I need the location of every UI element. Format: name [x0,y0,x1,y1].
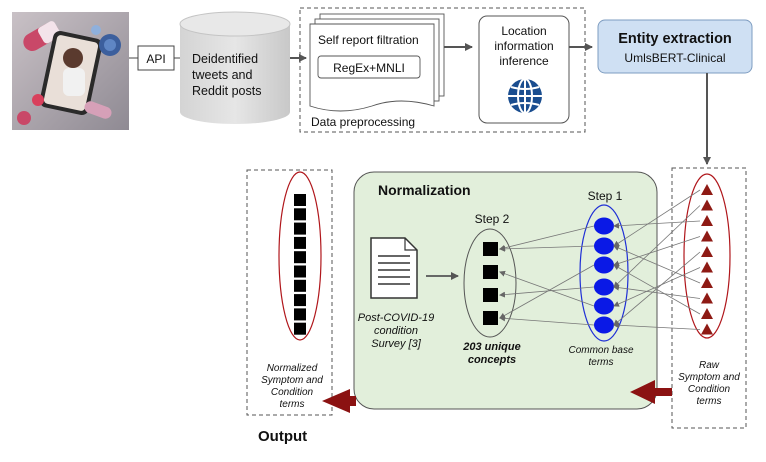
base-term-dots [594,217,614,334]
raw-term-triangle [701,292,713,304]
mapping-line [613,264,701,315]
survey-document-icon [370,237,418,299]
normalization-title: Normalization [378,182,471,198]
mapping-line [613,267,701,307]
normalized-term-squares [294,194,306,335]
normalized-term-square [294,294,306,307]
mapping-line [613,284,701,299]
normalized-term-square [294,308,306,321]
base-term-dot [594,237,614,255]
self-report-filtration-stack: Self report filtration RegEx+MNLI [309,13,445,112]
mapping-line [613,220,701,229]
step2-label: Step 2 [475,212,510,226]
data-preprocessing-region: Data preprocessing [299,7,586,133]
base-term-dot [594,316,614,334]
red-arrow-to-output [322,389,356,413]
survey-line-2: condition [374,325,418,337]
filter-title: Self report filtration [318,33,419,47]
base-terms-line-1: Common base [568,345,633,356]
raw-terms-line-1: Raw [699,360,720,371]
normalized-term-square [294,322,306,335]
raw-term-triangle [701,277,713,288]
raw-terms-line-3: Condition [688,384,731,395]
concepts-line-1: 203 unique [462,341,520,353]
concept-squares [483,242,498,325]
raw-terms-line-4: terms [697,396,722,407]
raw-term-triangle [701,199,713,211]
normalized-term-square [294,194,306,206]
mapping-line [613,322,701,330]
normalization-region: Normalization Post-COVID-19 condition Su… [353,171,701,410]
filter-method: RegEx+MNLI [333,61,405,75]
concept-square [483,311,498,325]
mapping-lines [499,189,701,330]
location-line-3: inference [499,54,549,68]
raw-term-triangle [701,246,713,257]
database-line-3: Reddit posts [192,84,261,98]
concept-square [483,265,498,279]
concept-square [483,288,498,302]
mapping-line [499,264,595,319]
raw-term-triangle [701,323,713,335]
normalized-line-2: Symptom and [261,375,323,386]
mapping-line [613,251,701,326]
raw-term-triangle [701,261,713,273]
raw-term-triangle [701,230,713,242]
base-term-dot [594,217,614,235]
normalized-term-square [294,265,306,278]
normalized-term-square [294,251,306,264]
output-label: Output [258,428,307,445]
base-term-dot [594,256,614,274]
entity-extraction-box: Entity extraction UmlsBERT-Clinical [597,19,753,74]
mapping-line [499,270,595,307]
red-arrow-into-normalization [630,380,672,404]
normalized-line-1: Normalized [267,363,318,374]
raw-terms-line-2: Symptom and [678,372,740,383]
mapping-line [613,236,701,267]
database-line-1: Deidentified [192,52,258,66]
normalized-line-4: terms [280,399,305,410]
survey-line-1: Post-COVID-19 [358,312,434,324]
person-phone-virus-icon [12,12,129,130]
base-term-dot [594,278,614,296]
step1-label: Step 1 [588,189,623,203]
normalized-term-square [294,222,306,235]
entity-extraction-title: Entity extraction [618,31,732,47]
globe-icon [508,78,542,114]
concept-square [483,242,498,256]
survey-line-3: Survey [3] [371,338,421,350]
mapping-line [499,315,595,326]
base-terms-line-2: terms [589,357,614,368]
mapping-line [499,286,595,298]
raw-terms-region: Raw Symptom and Condition terms [671,167,747,429]
preprocessing-title: Data preprocessing [311,115,415,129]
normalized-term-square [294,279,306,292]
raw-term-triangle [701,184,713,195]
normalized-term-square [294,236,306,249]
mapping-line [613,189,701,247]
location-line-1: Location [501,24,546,38]
api-label: API [146,52,165,66]
normalized-line-3: Condition [271,387,314,398]
normalized-terms-region: Normalized Symptom and Condition terms [246,169,333,416]
entity-extraction-model: UmlsBERT-Clinical [624,51,725,65]
base-term-dot [594,297,614,315]
api-box: API [137,45,175,71]
raw-term-triangle [701,215,713,226]
raw-term-triangle [701,308,713,319]
raw-term-triangles [701,184,713,335]
mapping-line [499,225,595,251]
mapping-line [499,245,595,252]
database-cylinder: Deidentified tweets and Reddit posts [179,11,291,124]
concepts-line-2: concepts [468,354,516,366]
mapping-line [613,245,701,284]
location-line-2: information [494,39,553,53]
location-inference-box: Location information inference [478,15,570,124]
normalized-term-square [294,208,306,221]
database-line-2: tweets and [192,68,253,82]
